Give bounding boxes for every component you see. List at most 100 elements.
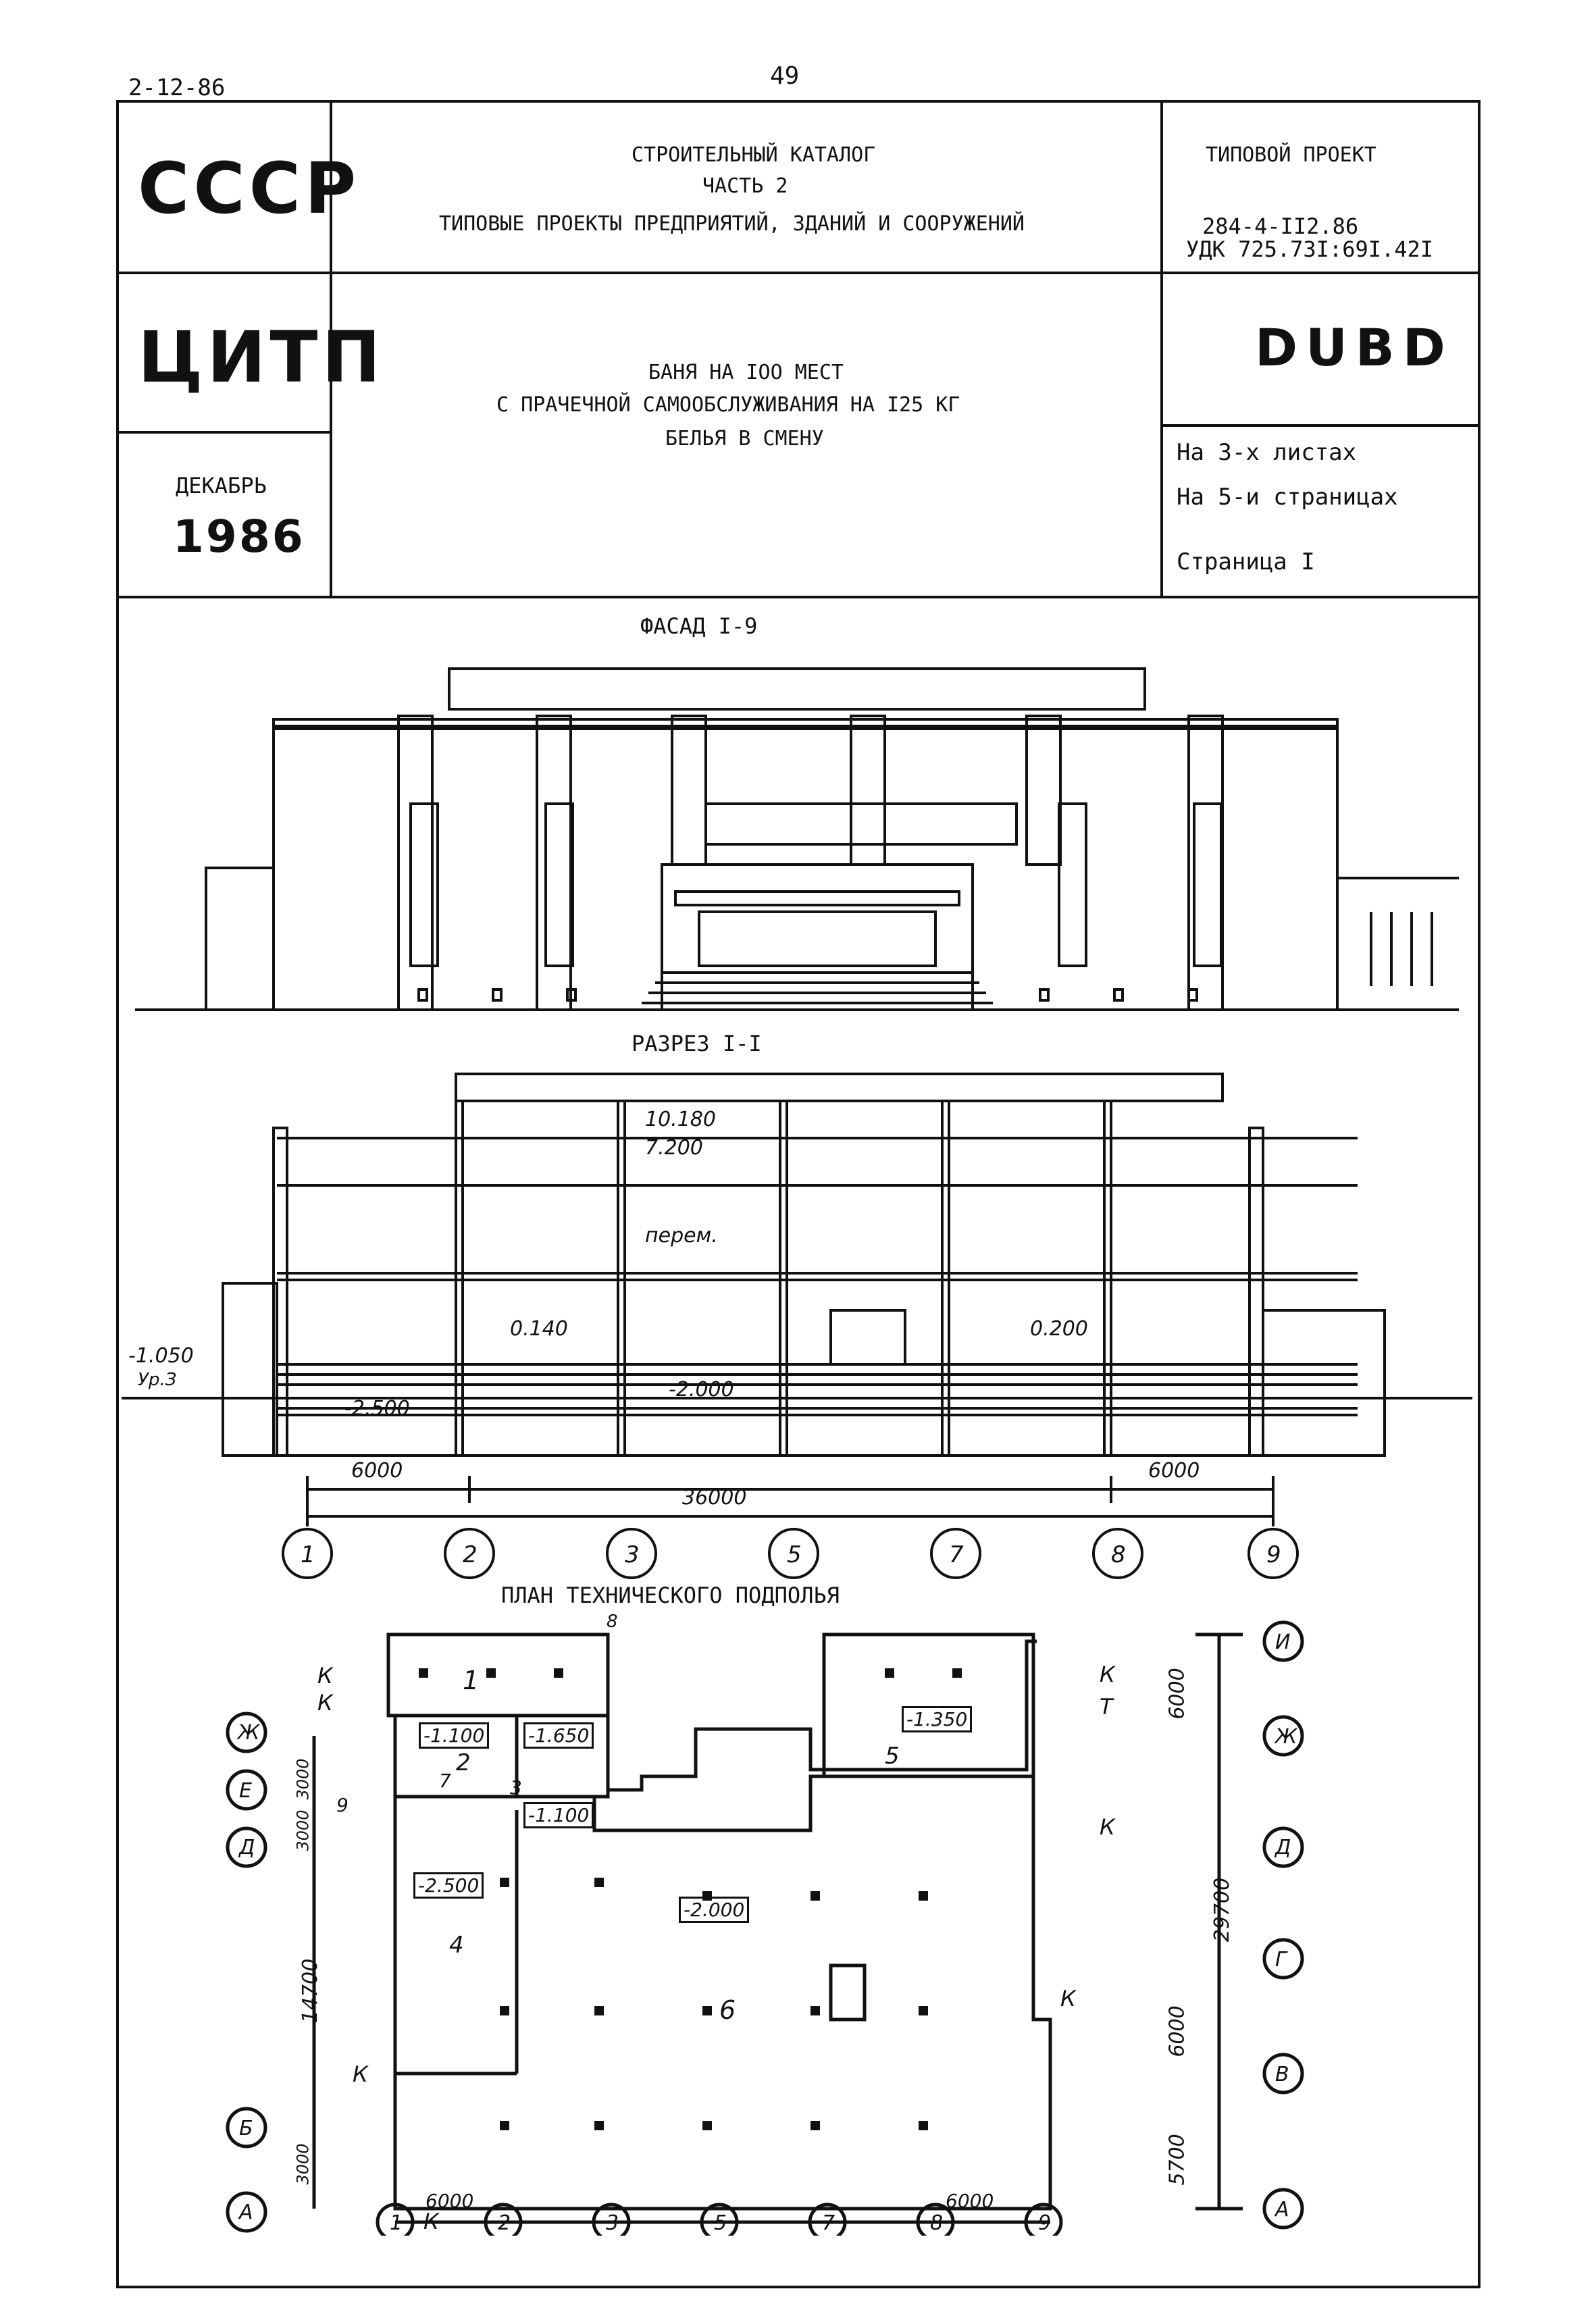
plan-dim-right-6000-top: 6000 [1165,1668,1189,1720]
mark-perem: перем. [645,1224,718,1248]
mark-minus-2500: -2.500 [344,1397,410,1420]
section-axis-5: 5 [787,1541,802,1568]
project-number: 284-4-II2.86 [1202,213,1359,239]
plan-dim-left-3000-top: 3000 [293,1758,313,1800]
plan-dim-left-14700: 14700 [299,1958,323,2024]
plan-row-В: В [1275,2063,1289,2086]
flow-k-7: К [423,2209,439,2234]
plan-room-5: 5 [885,1743,900,1770]
mark-0200: 0.200 [1030,1317,1088,1341]
month-label: ДЕКАБРЬ [176,473,267,498]
section-axis-1: 1 [301,1541,315,1568]
mark-10180: 10.180 [645,1108,716,1131]
facade-title: ФАСАД I-9 [640,613,758,639]
title-block-bottom-line [116,596,1481,598]
page-number: 49 [770,62,800,90]
plan-room-7: 7 [439,1770,451,1792]
doc-code: 2-12-86 [128,74,226,101]
plan-dim-left-3000-mid: 3000 [293,1809,313,1851]
year-label: 1986 [173,511,305,563]
section-title: РАЗРЕЗ I-I [632,1031,762,1056]
plan-axis-8: 8 [930,2211,944,2235]
catalog-line-1: СТРОИТЕЛЬНЫЙ КАТАЛОГ [632,143,876,167]
pages-count: На 5-и страницах [1177,484,1398,511]
plan-row-Б: Б [239,2117,253,2140]
plan-axis-9: 9 [1038,2211,1052,2235]
mark-minus-1050: -1.050 [128,1344,194,1368]
plan-row-Д-left: Д [239,1836,255,1859]
project-title-line-3: БЕЛЬЯ В СМЕНУ [665,427,824,451]
dim-right-6000: 6000 [1148,1459,1200,1483]
mark-0140: 0.140 [510,1317,568,1341]
plan-room-3: 3 [510,1776,522,1799]
section-drawing [122,1073,1472,1579]
plan-mark-2: -1.650 [523,1722,594,1749]
flow-k-6: К [353,2061,368,2087]
dim-left-6000: 6000 [351,1459,403,1483]
flow-k-1: К [317,1663,333,1689]
plan-dim-bottom-right-6000: 6000 [946,2190,994,2212]
catalog-line-2: ЧАСТЬ 2 [702,174,788,198]
plan-axis-1: 1 [390,2211,403,2235]
plan-row-Е: Е [239,1779,252,1803]
flow-k-4: К [1100,1814,1115,1840]
plan-room-6: 6 [719,1995,736,2025]
title-block-right-divider [1160,100,1163,597]
facade-drawing [135,667,1459,1011]
title-block-left-divider [330,100,332,597]
plan-row-А-right: А [1275,2198,1289,2221]
plan-dim-bottom-left-6000: 6000 [426,2190,474,2212]
section-axis-2: 2 [463,1541,478,1568]
section-axis-9: 9 [1266,1541,1281,1568]
flow-k-3: К [1100,1662,1115,1687]
project-code: DUBD [1255,317,1453,378]
plan-room-8: 8 [607,1612,618,1632]
section-axis-3: 3 [625,1541,640,1568]
mark-7200: 7.200 [645,1136,703,1160]
mark-level-3: Ур.З [138,1370,177,1390]
page-label: Страница I [1177,548,1315,575]
sheet-frame [116,100,1481,2288]
plan-row-А-left: А [239,2201,253,2224]
plan-mark-3: -1.350 [902,1706,973,1732]
section-axis-8: 8 [1111,1541,1126,1568]
flow-t: Т [1100,1694,1113,1720]
project-label: ТИПОВОЙ ПРОЕКТ [1206,143,1376,167]
plan-mark-1: -1.100 [419,1722,490,1749]
udk-code: УДК 725.73I:69I.42I [1186,236,1434,262]
plan-room-1: 1 [463,1666,480,1695]
project-title-line-1: БАНЯ НА IOO МЕСТ [648,361,844,384]
plan-dim-left-3000-bottom: 3000 [293,2143,313,2185]
plan-row-Д-right: Д [1275,1836,1291,1859]
dim-total-36000: 36000 [682,1486,747,1510]
plan-title: ПЛАН ТЕХНИЧЕСКОГО ПОДПОЛЬЯ [501,1583,840,1608]
plan-drawing [226,1620,1304,2236]
plan-row-Ж-left: Ж [238,1721,260,1745]
plan-dim-right-5700: 5700 [1165,2134,1189,2186]
plan-mark-6: -2.000 [679,1897,750,1923]
title-block-left-row2-line [116,431,331,434]
flow-k-2: К [317,1690,333,1716]
plan-mark-5: -2.500 [413,1872,484,1899]
plan-dim-right-6000-mid: 6000 [1165,2005,1189,2057]
title-block-right-row2-line [1160,424,1481,427]
title-block-row1-line [116,272,1481,274]
plan-axis-7: 7 [822,2211,835,2235]
flow-k-5: К [1060,1986,1076,2011]
plan-axis-2: 2 [498,2211,511,2235]
org-label: ЦИТП [138,316,385,398]
plan-row-Г: Г [1275,1948,1287,1972]
country-label: СССР [138,147,361,230]
plan-room-2: 2 [456,1749,471,1776]
plan-room-9: 9 [336,1794,349,1816]
plan-dim-right-29700: 29700 [1210,1877,1235,1943]
plan-axis-3: 3 [606,2211,619,2235]
catalog-line-3: ТИПОВЫЕ ПРОЕКТЫ ПРЕДПРИЯТИЙ, ЗДАНИЙ И СО… [439,212,1025,236]
sheets-count: На 3-х листах [1177,439,1357,466]
project-title-line-2: С ПРАЧЕЧНОЙ САМООБСЛУЖИВАНИЯ НА I25 КГ [496,393,960,417]
section-axis-7: 7 [949,1541,964,1568]
plan-mark-4: -1.100 [523,1802,594,1828]
plan-room-4: 4 [449,1932,464,1959]
mark-minus-2000: -2.000 [669,1378,734,1402]
plan-row-Ж-right: Ж [1275,1725,1297,1749]
